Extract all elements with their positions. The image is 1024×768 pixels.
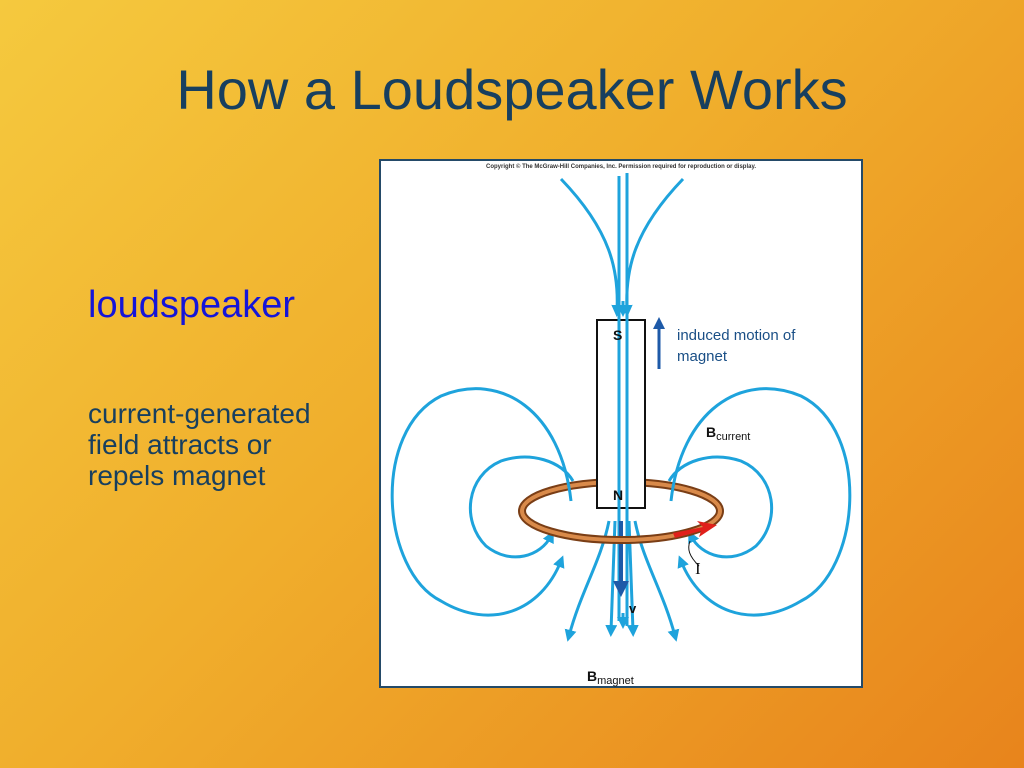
b-current-label: Bcurrent [706,424,751,443]
south-pole-label: S [613,327,623,343]
field-lines-drawing [390,173,852,642]
b-magnet-label: Bmagnet [587,668,634,687]
velocity-label: v [629,601,637,616]
current-field-loops [390,387,852,617]
current-label: I [695,559,701,578]
current-pointer [688,540,700,567]
copyright-notice: Copyright © The McGraw-Hill Companies, I… [485,164,757,170]
slide-title: How a Loudspeaker Works [176,58,848,121]
motion-label: induced motion of magnet [677,327,796,365]
slide-heading: loudspeaker [88,284,296,326]
bar-magnet [596,319,646,509]
slide-body-text: current-generated field attracts or repe… [88,398,311,491]
north-pole-label: N [613,487,624,503]
current-arrow [673,521,717,538]
loudspeaker-diagram: Copyright © The McGraw-Hill Companies, I… [379,159,863,688]
